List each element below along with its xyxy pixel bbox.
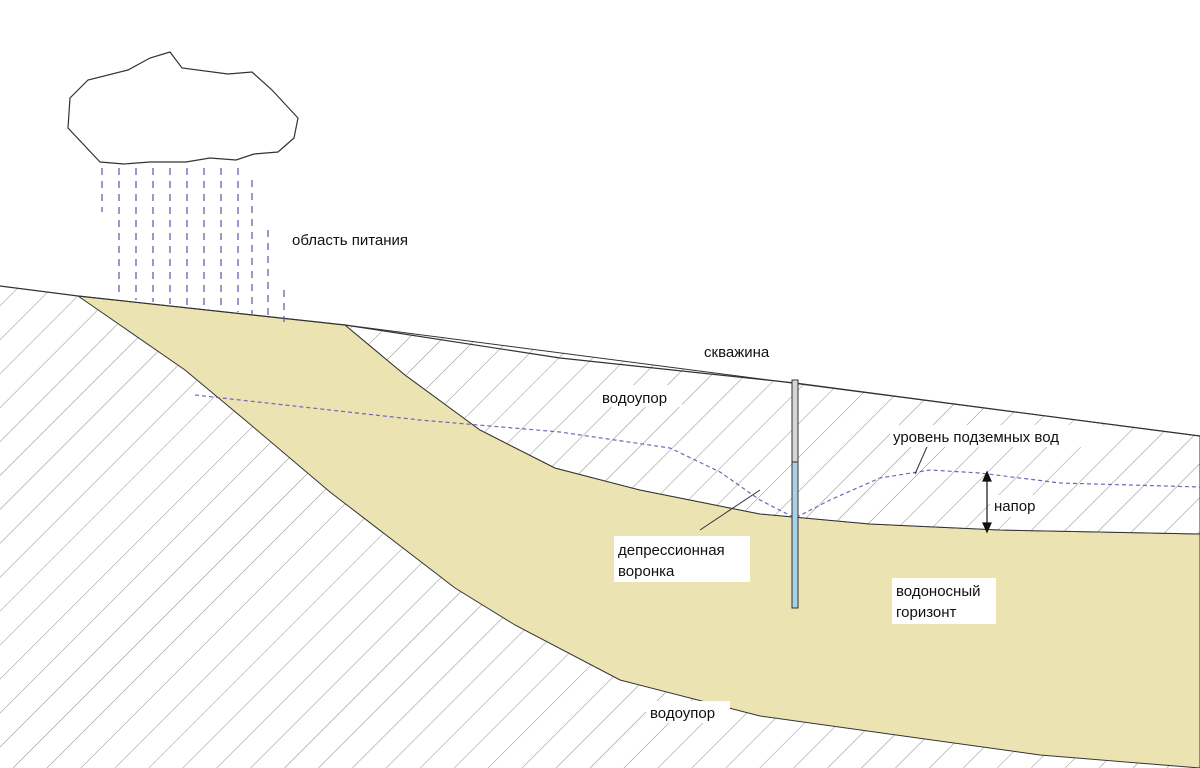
well-casing-lower	[791, 461, 799, 609]
aquifer-label-line1: водоносный	[896, 583, 980, 600]
double-arrow-icon	[982, 470, 992, 534]
cloud-icon	[67, 51, 299, 165]
rain-icon	[101, 168, 285, 322]
upper-aquitard-label: водоупор	[602, 390, 667, 407]
recharge-area-label: область питания	[292, 232, 408, 249]
depression-cone-label-line2: воронка	[618, 563, 675, 580]
lower-aquitard-label: водоупор	[650, 705, 715, 722]
upper-aquitard	[343, 324, 1200, 535]
well	[791, 379, 799, 609]
head-label: напор	[994, 498, 1035, 515]
aquifer-label-line2: горизонт	[896, 604, 957, 621]
depression-cone-leader	[699, 489, 761, 531]
well-casing-upper	[791, 379, 799, 463]
ground-surface	[0, 285, 1200, 437]
groundwater-level-label: уровень подземных вод	[893, 429, 1059, 446]
groundwater-level-line	[194, 394, 1200, 519]
depression-cone-label-line1: депрессионная	[618, 542, 725, 559]
well-label: скважина	[704, 344, 770, 361]
